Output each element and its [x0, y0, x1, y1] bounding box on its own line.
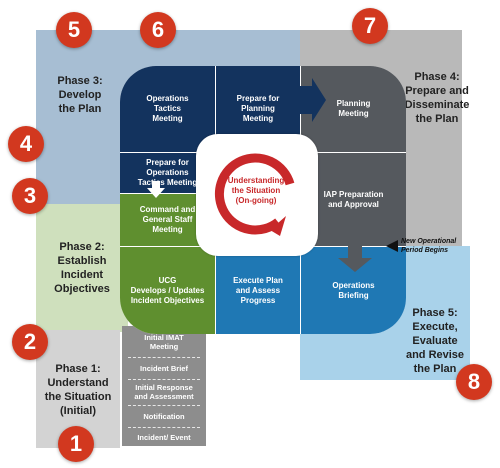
callout-arrow-icon [386, 240, 398, 252]
stack-divider [128, 379, 200, 380]
badge-number: 7 [352, 8, 388, 44]
arrow-right-icon [300, 78, 326, 122]
badge-number: 5 [56, 12, 92, 48]
arrow-up-icon [147, 181, 165, 198]
badge-number: 8 [456, 364, 492, 400]
stack-divider [128, 357, 200, 358]
arrow-down-icon [338, 244, 372, 272]
stack-item-notification: Notification [143, 411, 185, 421]
stack-divider [128, 427, 200, 428]
cycle-arrow-icon [214, 153, 295, 236]
badge-number: 6 [140, 12, 176, 48]
badge-number: 4 [8, 126, 44, 162]
badge-number: 1 [58, 426, 94, 462]
phase2-background [36, 204, 128, 332]
stack-divider [128, 405, 200, 406]
badge-number: 2 [12, 324, 48, 360]
stack-item-incident-event: Incident/ Event [137, 432, 191, 442]
stack-item-incident-brief: Incident Brief [140, 363, 188, 373]
badge-number: 3 [12, 178, 48, 214]
